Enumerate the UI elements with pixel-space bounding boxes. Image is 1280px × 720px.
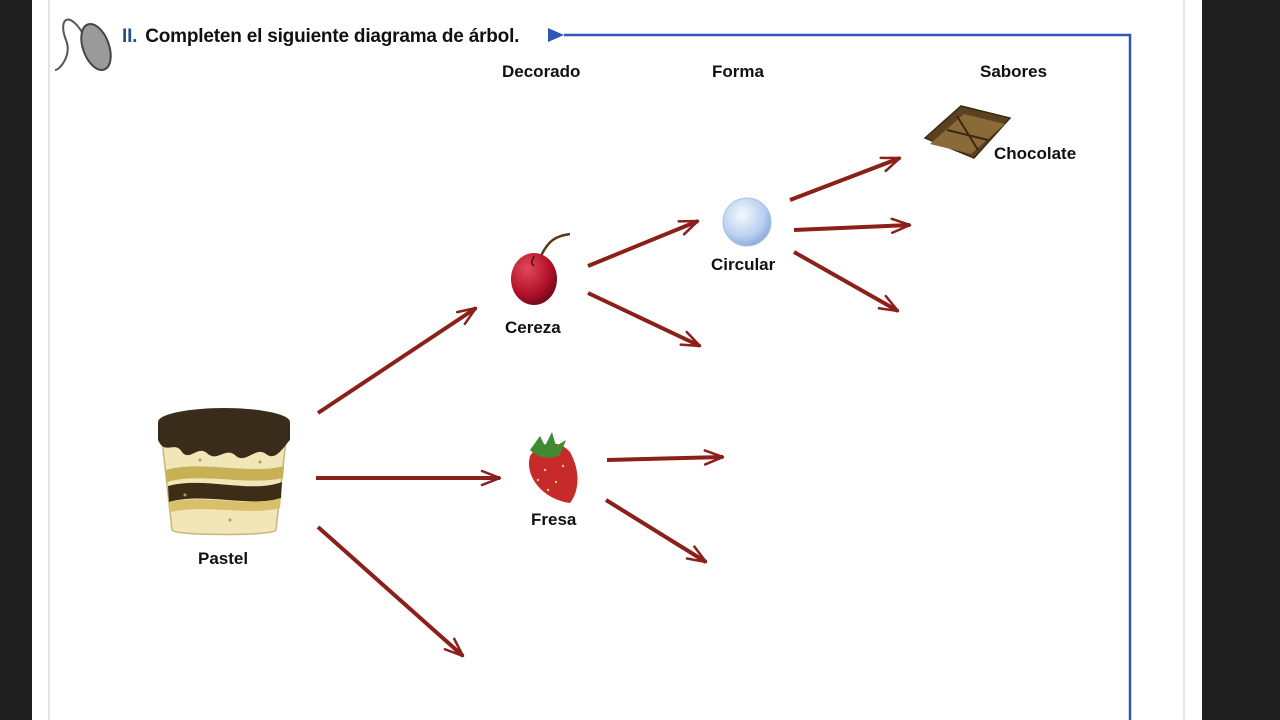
arrow-fresa-to-blank-1 — [606, 449, 725, 466]
arrow-pastel-to-cereza — [316, 306, 478, 415]
column-header-sabores: Sabores — [980, 62, 1048, 81]
mouse-icon — [54, 18, 112, 71]
instruction-text: Completen el siguiente diagrama de árbol… — [145, 26, 520, 47]
node-label-chocolate: Chocolate — [994, 144, 1077, 163]
arrow-circular-to-blank-2 — [793, 250, 900, 313]
column-header-forma: Forma — [712, 62, 764, 81]
arrow-fresa-to-blank-2 — [604, 498, 708, 564]
arrow-cereza-to-circular — [587, 219, 700, 268]
cake-icon — [158, 408, 290, 536]
circle-shape-icon — [722, 197, 772, 247]
node-label-circular: Circular — [711, 255, 776, 274]
page-border-right — [1183, 0, 1185, 720]
chocolate-bar-icon — [923, 105, 1012, 159]
cherry-icon — [511, 232, 571, 305]
instruction-heading: II. Completen el siguiente diagrama de ár… — [122, 26, 519, 48]
arrow-pastel-to-blank — [316, 525, 465, 658]
instruction-number: II. — [122, 26, 138, 47]
right-gutter — [1203, 0, 1280, 720]
arrow-cereza-to-blank — [587, 291, 702, 348]
blue-connector-line — [548, 28, 1132, 720]
column-header-decorado: Decorado — [502, 62, 581, 81]
left-gutter — [0, 0, 32, 720]
node-label-cereza: Cereza — [505, 318, 561, 337]
node-label-pastel: Pastel — [198, 549, 249, 568]
strawberry-icon — [528, 432, 578, 503]
arrow-circular-to-chocolate — [789, 156, 902, 202]
page-border-left — [48, 0, 50, 720]
node-label-fresa: Fresa — [531, 510, 577, 529]
arrow-circular-to-blank-1 — [793, 217, 912, 235]
